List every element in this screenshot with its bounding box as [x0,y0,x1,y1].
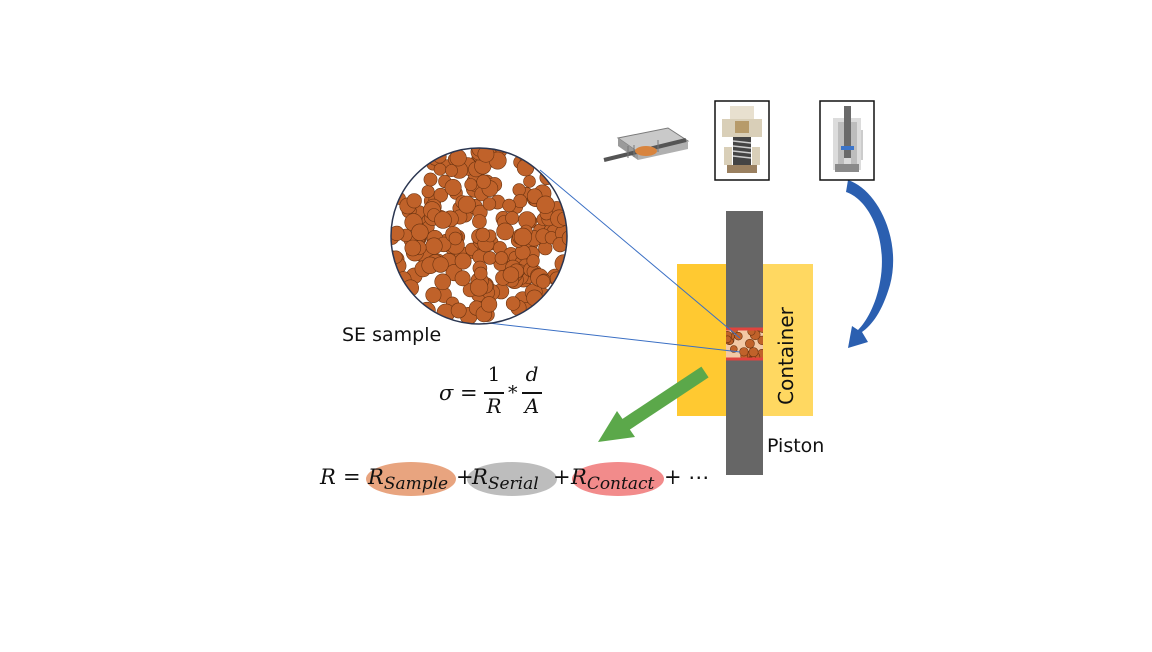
r-sample-subscript: Sample [383,474,449,494]
frac2-bar [522,392,542,394]
r-contact-subscript: Contact [586,474,655,494]
se-particle [470,278,489,297]
green-arrow [598,366,709,442]
se-particle [476,174,491,189]
r-sample-term: RSample [368,465,448,494]
r-tail: + ⋯ [664,465,710,489]
se-particle [523,175,536,188]
se-particle [536,195,555,215]
se-particle [496,222,514,241]
se-particle [513,227,533,246]
se-particle [505,211,519,225]
r-serial-base: R [472,465,488,489]
frac1-denominator: R [486,394,502,418]
plus-1: + [456,465,474,489]
se-particle [411,223,429,242]
band-particle [748,347,759,358]
multiply-symbol: * [508,382,518,404]
se-particle [450,302,467,319]
frac1-bar [484,392,504,394]
se-particle [391,250,403,264]
se-particle [481,296,498,313]
se-particle [444,179,462,197]
press-cell-cutaway-icon [819,100,875,181]
se-particle [474,266,488,281]
se-particle [464,178,478,191]
se-particle [536,274,551,289]
se-particle [421,185,435,199]
se-particle [477,148,495,163]
se-particle [434,273,452,291]
se-particle [454,252,472,270]
se-sample-label: SE sample [342,324,442,346]
sample-band [726,327,763,361]
se-sample-magnified [390,147,568,325]
se-particle [404,239,422,257]
band-particle [726,335,732,343]
se-particle [391,225,405,241]
container-block-right [763,264,813,416]
sigma-symbol: σ [439,381,454,405]
se-particle [433,163,447,176]
band-particle [745,338,755,349]
se-particle [539,170,555,185]
r-lhs: R [320,465,336,489]
r-serial-ellipse [467,462,557,496]
r-sample-ellipse [366,462,456,496]
se-particle [445,164,458,177]
se-particle [448,231,463,246]
r-contact-term: RContact [571,465,654,494]
se-particle [425,286,442,303]
se-particle [423,172,438,187]
zoom-line-top [539,169,741,339]
se-particle [475,227,490,243]
se-particle [494,251,509,265]
blue-curved-arrow [846,180,894,348]
se-particle [482,251,497,265]
frac2-numerator: d [525,362,539,386]
container-label: Container [774,307,798,405]
piston-label: Piston [767,435,825,457]
press-cell-icon [714,100,770,181]
se-particle [561,229,567,247]
r-serial-subscript: Serial [487,474,539,494]
r-contact-base: R [571,465,587,489]
cell-device-icon [603,127,690,162]
se-particle [406,193,422,209]
r-sample-base: R [368,465,384,489]
se-particle [482,197,497,211]
se-particle [472,214,487,229]
r-equals: = [343,465,361,489]
plus-2: + [553,465,571,489]
se-particle [526,254,540,268]
se-particle [502,266,520,283]
frac1-numerator: 1 [487,362,501,386]
se-particle [457,195,476,214]
se-particle [425,237,443,255]
se-particle [454,270,471,287]
se-particle [432,256,449,273]
se-particle [505,296,521,311]
sigma-equals: = [460,381,478,405]
se-particle [502,198,516,213]
frac2-denominator: A [524,394,540,418]
r-serial-term: RSerial [472,465,539,494]
se-particle [434,211,452,229]
r-contact-ellipse [572,462,664,496]
band-particle [739,347,749,357]
se-particle [433,187,448,203]
zoom-line-bottom [479,321,741,353]
